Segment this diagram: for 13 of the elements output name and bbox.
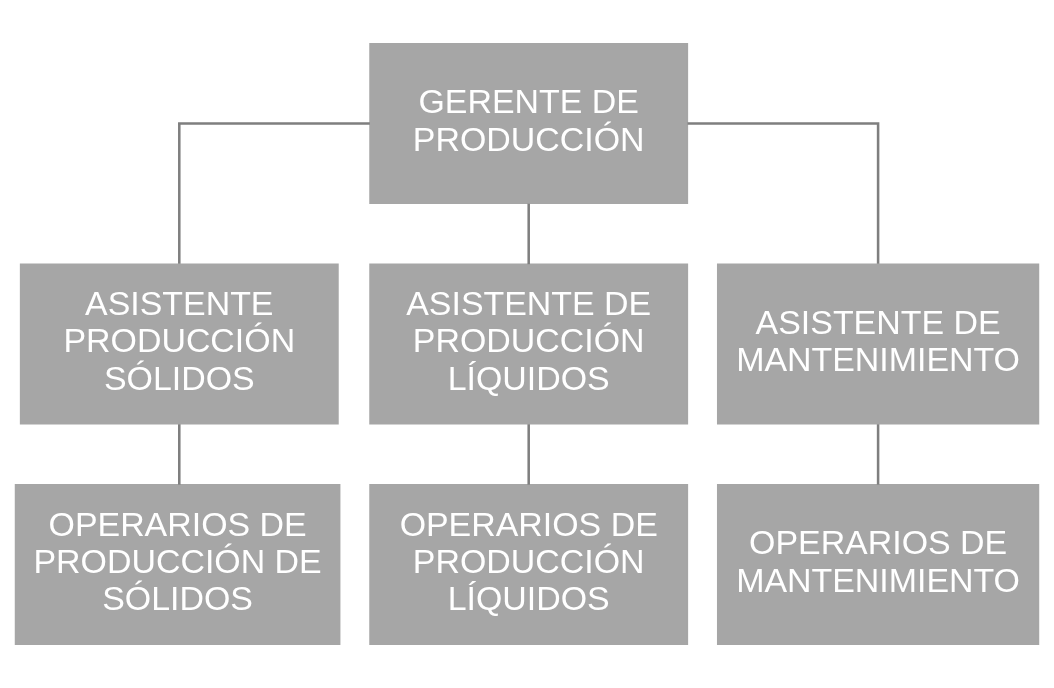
connector [876, 424, 880, 485]
connector [527, 424, 530, 485]
node-box: OPERARIOS DE PRODUCCIÓN LÍQUIDOS [369, 483, 689, 646]
node-box: GERENTE DE PRODUCCIÓN [369, 42, 689, 205]
node-box: OPERARIOS DE PRODUCCIÓN DE SÓLIDOS [14, 483, 341, 646]
connector [687, 122, 880, 264]
node-box: ASISTENTE DE MANTENIMIENTO [716, 263, 1040, 425]
node-box: ASISTENTE PRODUCCIÓN SÓLIDOS [19, 263, 339, 425]
connector [178, 424, 181, 485]
node-box: ASISTENTE DE PRODUCCIÓN LÍQUIDOS [369, 263, 689, 425]
connector [178, 122, 370, 264]
node-box: OPERARIOS DE MANTENIMIENTO [716, 483, 1040, 646]
connector [527, 203, 530, 265]
